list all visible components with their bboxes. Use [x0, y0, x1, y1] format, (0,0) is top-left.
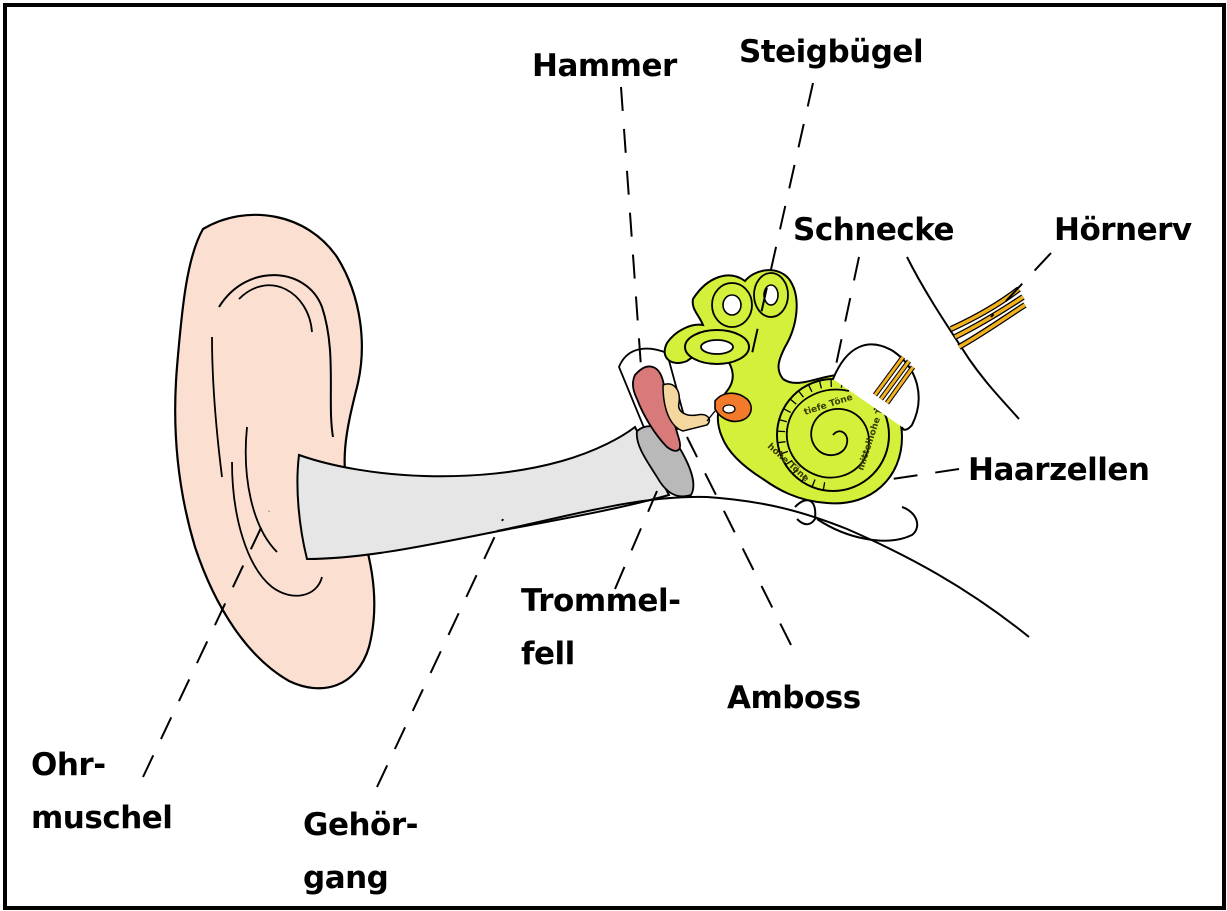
label-ohrmuschel: Ohr- muschel	[31, 739, 172, 845]
hoernerv-bundle	[951, 289, 1025, 347]
gehoergang-shape	[297, 427, 669, 559]
label-schnecke: Schnecke	[793, 215, 954, 246]
diagram-frame: tiefe Töne mittelhohe Töne hohe Töne Ham…	[3, 3, 1226, 910]
label-haarzellen: Haarzellen	[968, 455, 1149, 486]
label-hammer: Hammer	[532, 51, 677, 82]
label-trommelfell: Trommel- fell	[521, 575, 680, 681]
cochlea-tick	[777, 431, 785, 432]
label-hoernerv: Hörnerv	[1054, 215, 1192, 246]
label-gehoergang: Gehör- gang	[303, 799, 418, 905]
label-amboss: Amboss	[727, 683, 861, 714]
label-steigbuegel: Steigbügel	[739, 37, 923, 68]
